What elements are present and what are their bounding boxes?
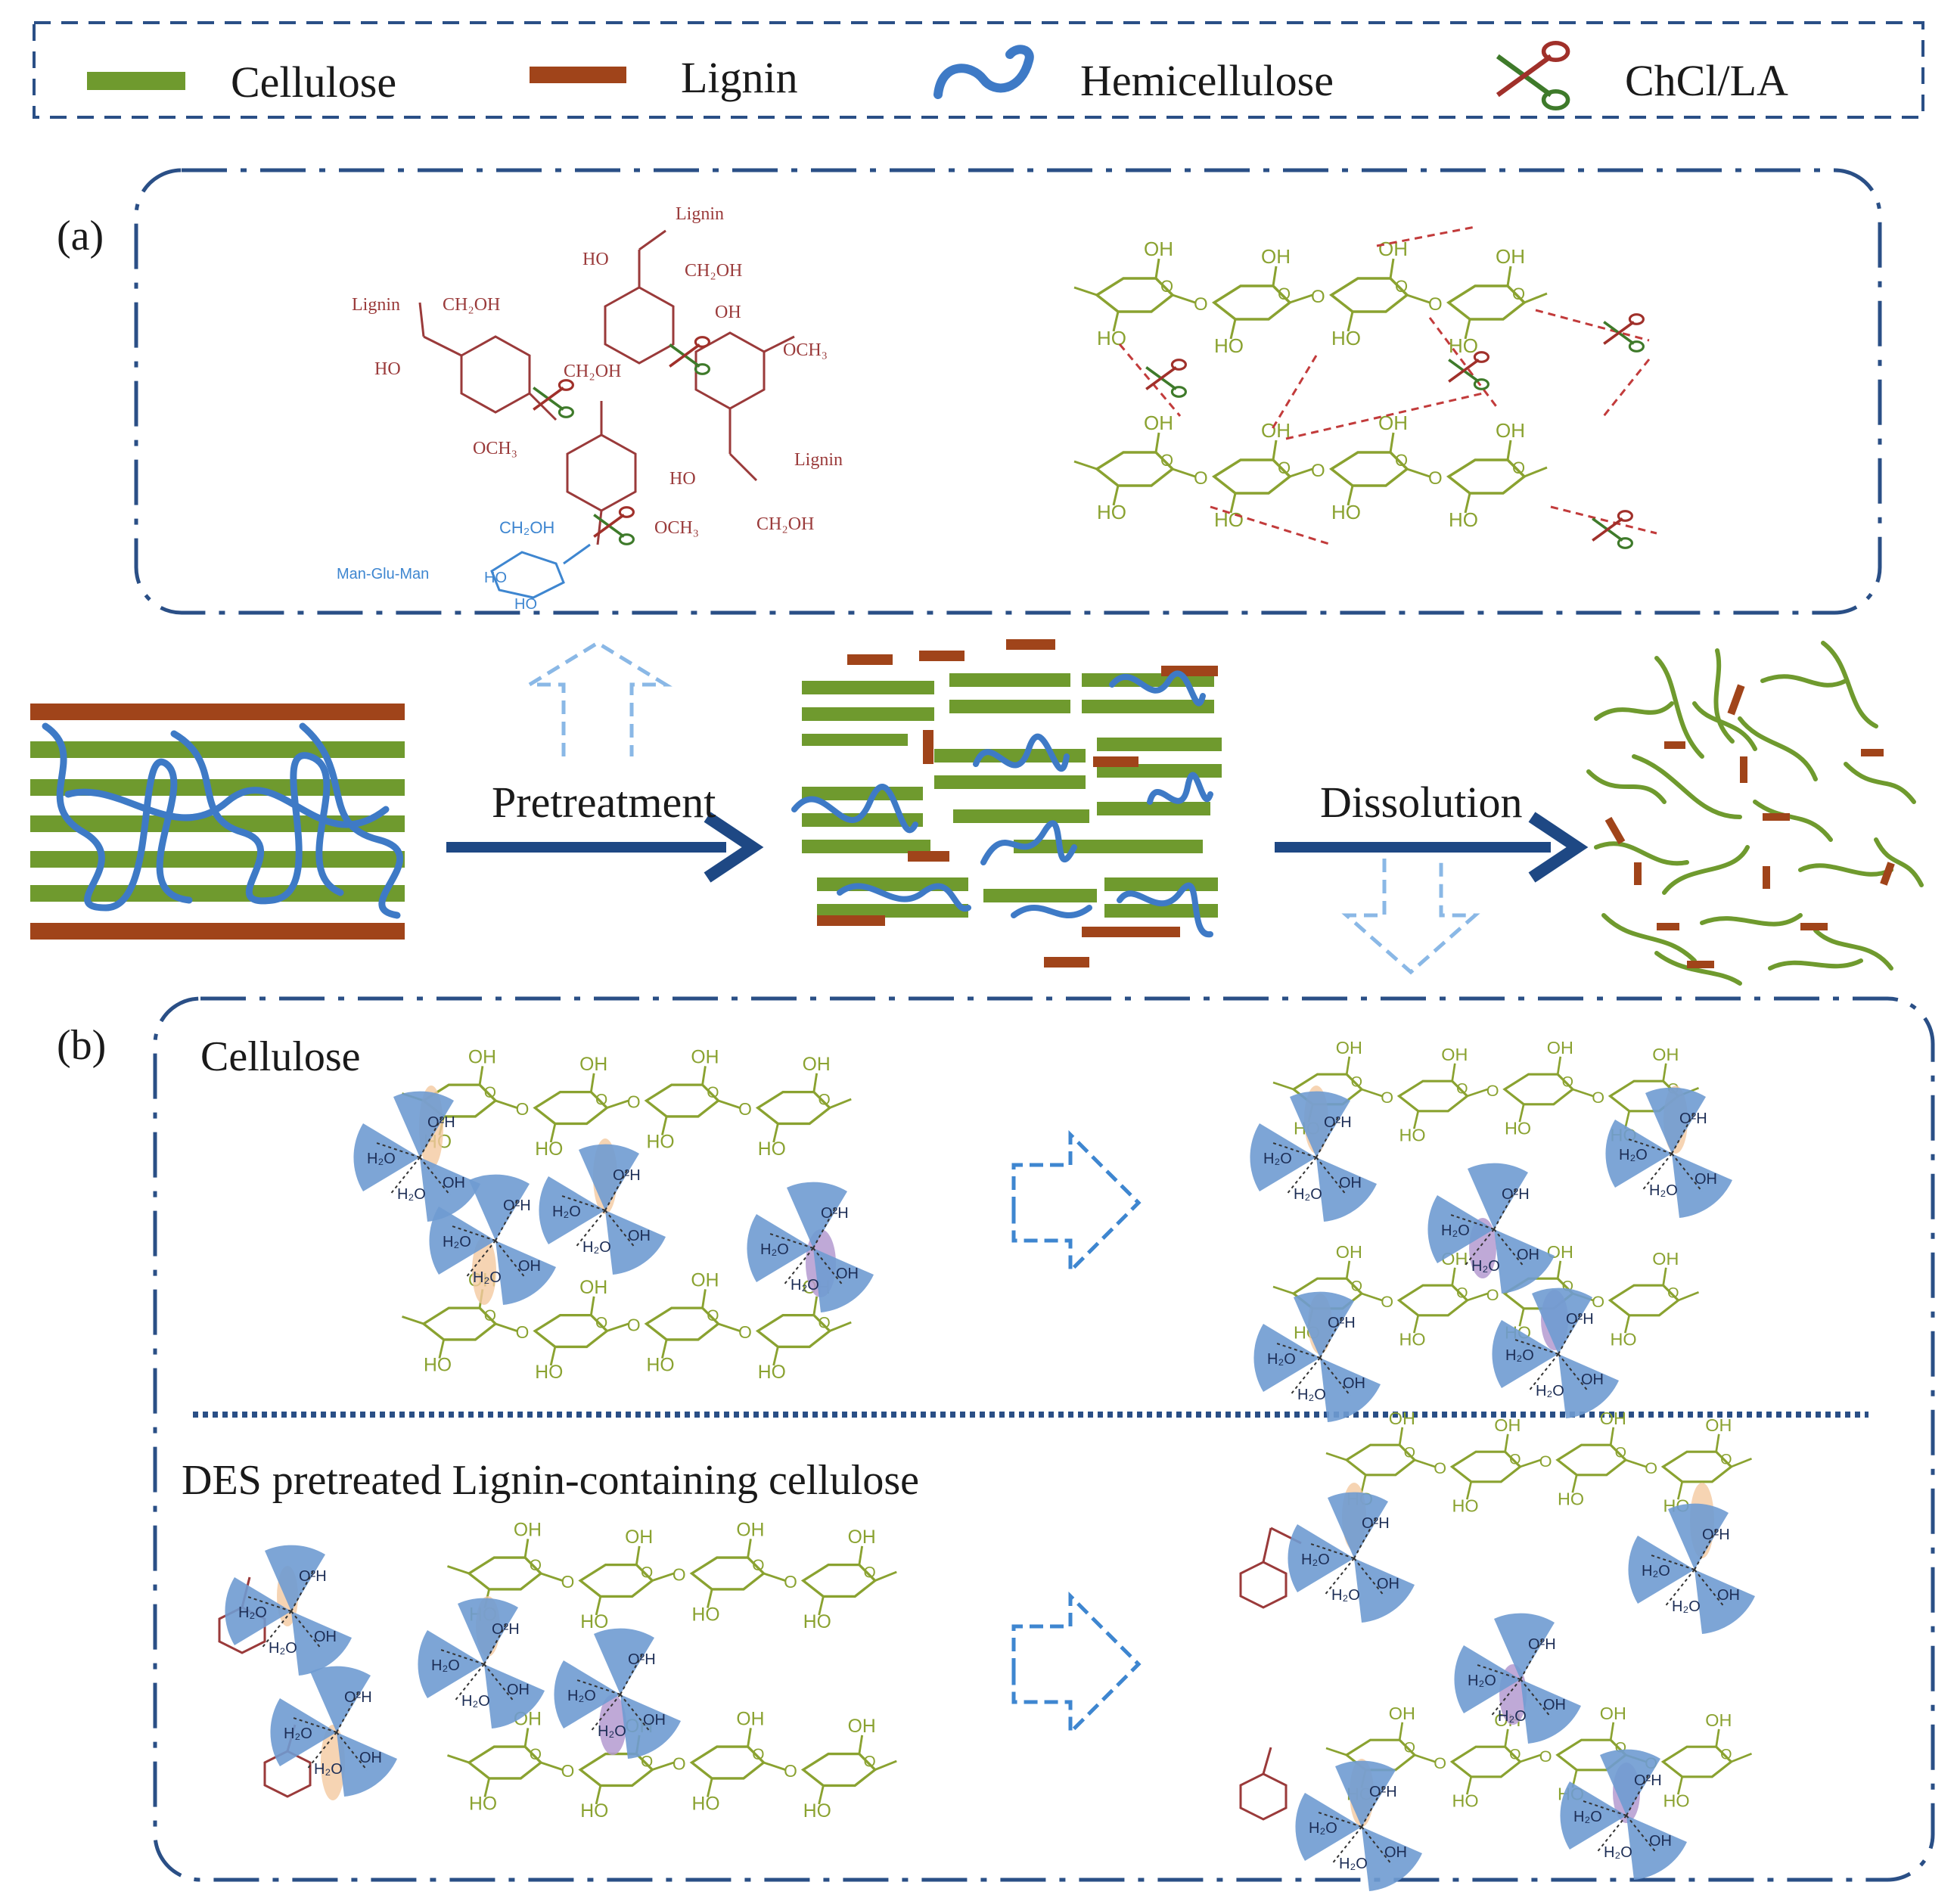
panel-b: (b) Cellulose DES pretreated Lignin-cont… [57, 996, 1935, 1892]
pretreated-biomass [791, 639, 1222, 968]
hemicellulose-structure: Man-Glu-Man CH₂OH HO HO [337, 518, 591, 613]
cellulose-chain [402, 1048, 852, 1160]
ion-shell-icon [1253, 1291, 1381, 1423]
panel-a: (a) Lignin HO CH₂OH Lignin CH₂OH HO OH [57, 168, 1882, 615]
dissolution-label: Dissolution [1320, 778, 1523, 827]
cellulose-swatch [87, 72, 185, 90]
cellulose-chain-top [1074, 238, 1547, 357]
dissolved-fibers [1586, 641, 1924, 986]
ion-shell-icon [538, 1143, 666, 1275]
dissolved-lignin [1604, 684, 1895, 968]
raw-biomass [30, 704, 405, 940]
lignin-text: CH₂OH [443, 295, 500, 315]
lignin-text: HO [669, 469, 696, 489]
panel-b-frame [153, 996, 1935, 1882]
outline-arrow-icon [1011, 1591, 1142, 1738]
lignin-text: Lignin [794, 450, 843, 470]
scissors-icon [532, 378, 575, 419]
outline-arrow-icon [1011, 1129, 1142, 1276]
lignin-swatch [530, 67, 626, 83]
legend: Cellulose Lignin Hemicellulose ChCl/LA [33, 21, 1924, 119]
lignin-labels: Lignin HO CH₂OH Lignin CH₂OH HO OH OCH₃ … [352, 204, 843, 538]
lignin-text: HO [582, 250, 609, 269]
cellulose-chain [1326, 1409, 1752, 1515]
legend-chcl-la-label: ChCl/LA [1625, 56, 1788, 105]
lignin-text: OH [715, 303, 741, 322]
lignin-text: OCH₃ [654, 518, 699, 538]
legend-hemicellulose-label: Hemicellulose [1080, 56, 1334, 105]
hemi-text: HO [514, 596, 537, 613]
scissors-icon [1498, 43, 1568, 108]
panel-a-label: (a) [57, 213, 104, 259]
ion-shell-icon [1453, 1612, 1582, 1744]
lignin-text: CH₂OH [564, 362, 621, 381]
scissors-icon [1145, 358, 1188, 399]
down-outline-arrow-icon [1341, 859, 1480, 975]
cellulose-chain [448, 1520, 897, 1633]
lignin-text: Lignin [352, 295, 400, 315]
process-row: Pretreatment [30, 639, 1924, 986]
ion-shell-icon [746, 1181, 874, 1313]
lignin-row-title: DES pretreated Lignin-containing cellulo… [182, 1457, 919, 1504]
ion-shell-icon [1427, 1162, 1555, 1294]
hemi-text: Man-Glu-Man [337, 566, 429, 582]
lignin-text: OCH₃ [783, 340, 828, 360]
ion-shell-icon [353, 1090, 481, 1222]
hemi-text: HO [484, 570, 507, 586]
lignin-text: OCH₃ [473, 439, 517, 458]
ion-shell-icon [1249, 1090, 1378, 1222]
pretreatment-arrow-head-icon [704, 812, 764, 883]
hemi-text: CH₂OH [499, 518, 554, 537]
ion-shell-icon [553, 1627, 682, 1760]
dissolution-arrow-head-icon [1528, 812, 1589, 883]
lignin-text: CH₂OH [756, 514, 814, 534]
lignin-text: HO [374, 359, 401, 379]
scissors-icon [1591, 509, 1634, 550]
pretreatment-label: Pretreatment [492, 778, 716, 827]
panel-b-label: (b) [57, 1022, 106, 1069]
legend-frame [33, 21, 1924, 119]
legend-cellulose-label: Cellulose [231, 57, 396, 107]
lignin-text: Lignin [676, 204, 724, 224]
cellulose-chain-bottom [1074, 412, 1547, 531]
lignin-structure [418, 229, 795, 545]
up-outline-arrow-icon [523, 641, 673, 756]
legend-lignin-label: Lignin [681, 53, 798, 102]
ion-shell-icon [1294, 1760, 1423, 1892]
cellulose-row-title: Cellulose [200, 1033, 361, 1080]
ion-shell-icon [1287, 1491, 1415, 1623]
scissors-icon [668, 335, 711, 376]
lignin-text: CH₂OH [685, 261, 742, 281]
ion-shell-icon [269, 1665, 398, 1797]
ion-shell-icon [417, 1597, 545, 1729]
cellulose-chain [402, 1271, 852, 1384]
panel-a-frame [134, 168, 1882, 615]
ion-shell-icon [1627, 1502, 1756, 1635]
hemicellulose-squiggle-icon [933, 45, 1034, 99]
hydrogen-bonds [1118, 225, 1657, 546]
ion-shell-icon [224, 1544, 353, 1676]
